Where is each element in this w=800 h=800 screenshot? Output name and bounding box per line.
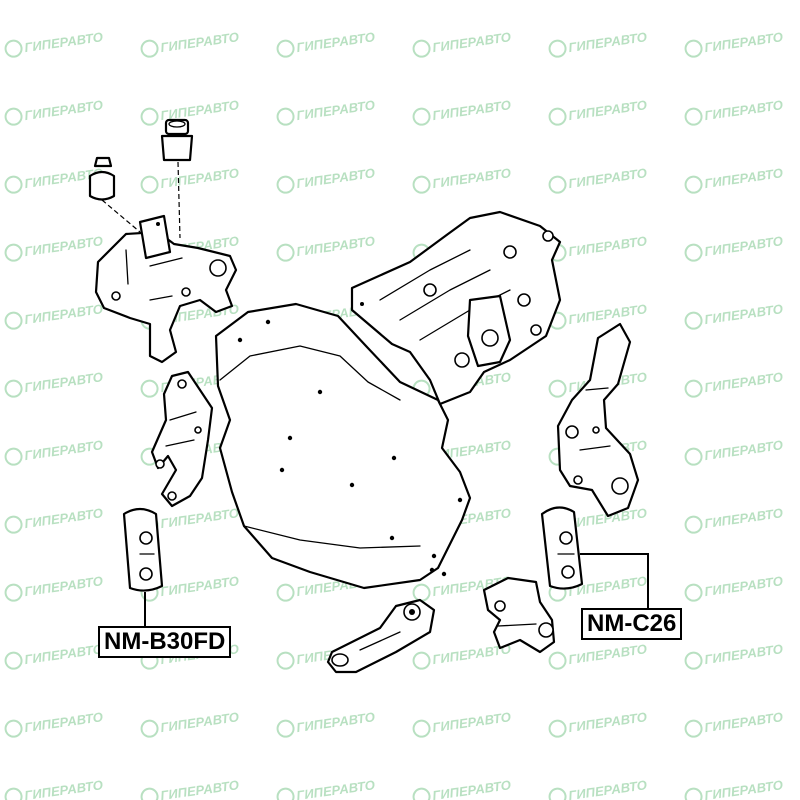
left-rubber-mount [122,507,164,592]
part-number-label-left: NM-B30FD [98,626,232,658]
small-bushing [88,156,141,233]
torque-rod [326,598,436,674]
transmission-bracket [350,210,562,406]
right-rubber-mount [540,506,584,590]
upper-bushing [160,118,194,239]
leader-line-right [580,553,649,610]
right-bracket [556,322,640,518]
part-number-label-right: NM-C26 [581,608,683,640]
small-bottom-bracket [482,576,556,654]
engine-block [214,302,472,590]
left-bracket-arm [150,370,214,508]
upper-left-bracket [94,214,238,364]
